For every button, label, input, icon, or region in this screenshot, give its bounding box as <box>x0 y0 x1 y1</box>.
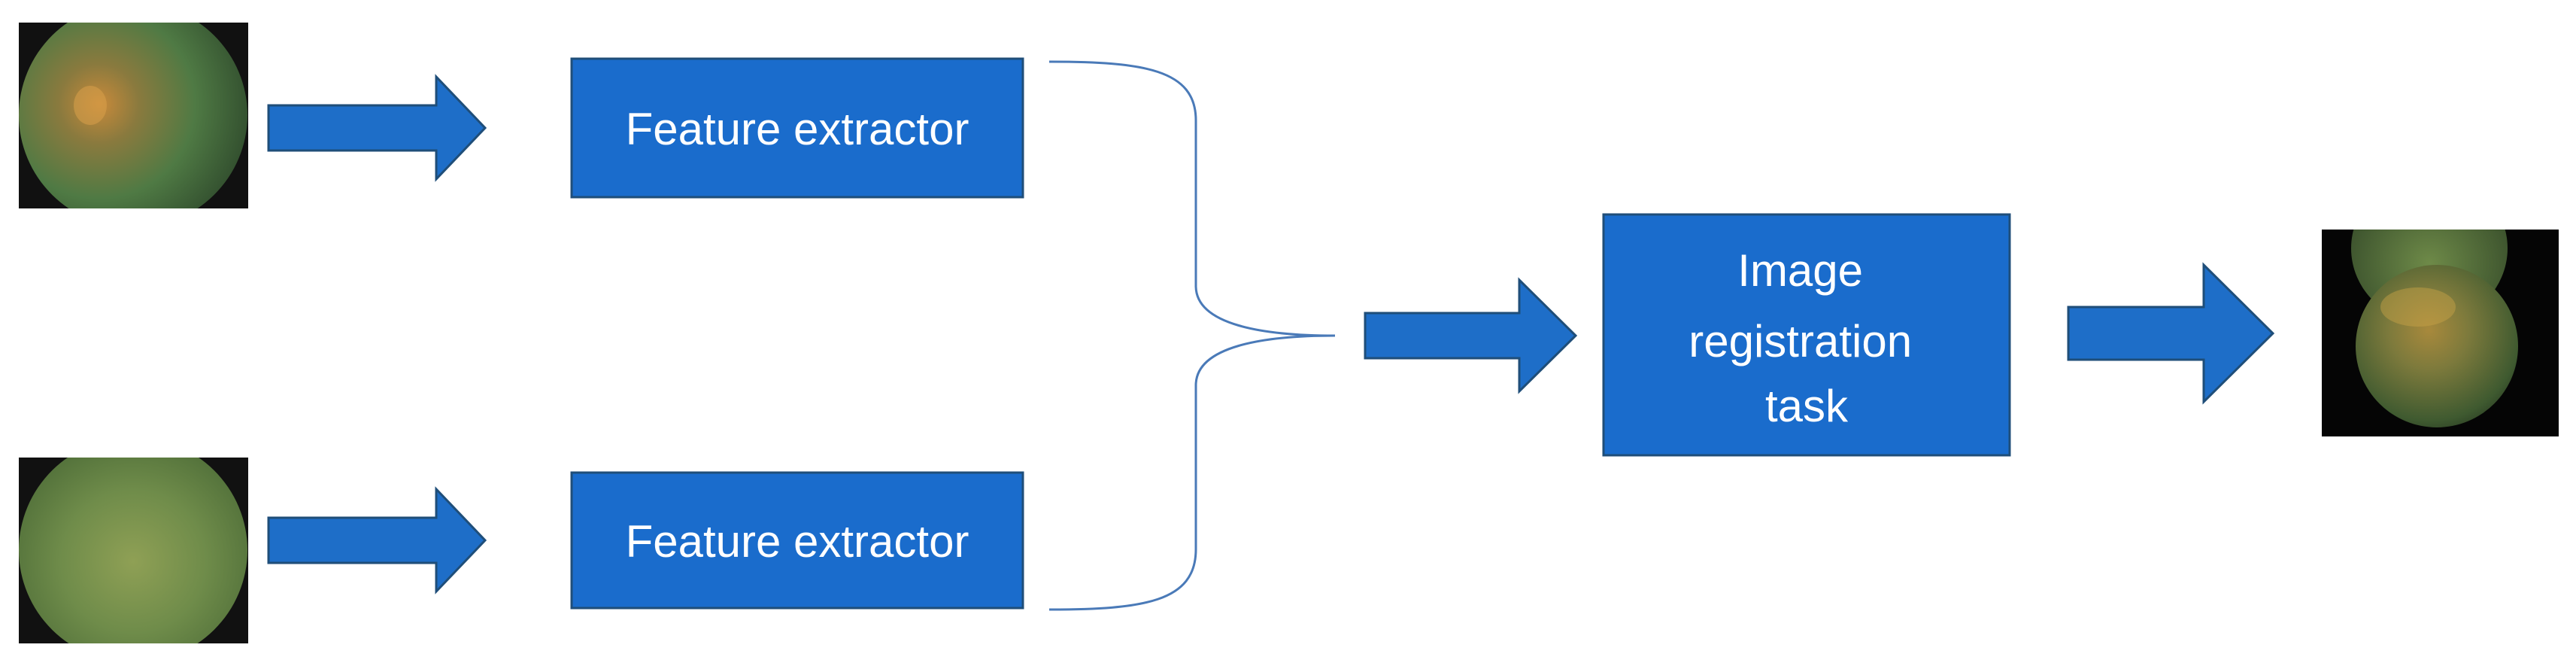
registration-label-line-2: registration <box>1689 316 1912 366</box>
image-registration-task-box: Image registration task <box>1602 213 2011 457</box>
arrow-bottom-input-to-extractor <box>267 486 487 594</box>
feature-extractor-top-label: Feature extractor <box>626 104 969 154</box>
arrow-top-input-to-extractor <box>267 74 487 182</box>
feature-extractor-box-top: Feature extractor <box>570 57 1024 199</box>
registration-label: Image registration task <box>1689 245 1924 431</box>
arrow-to-registration <box>1364 277 1578 394</box>
feature-extractor-box-bottom: Feature extractor <box>570 471 1024 610</box>
input-fundus-image-bottom <box>19 458 248 643</box>
merge-brace <box>1048 60 1336 611</box>
output-registered-image <box>2322 230 2559 436</box>
registration-label-line-1: Image <box>1737 245 1863 296</box>
registration-label-line-3: task <box>1765 381 1849 431</box>
input-fundus-image-top <box>19 23 248 208</box>
arrow-to-output <box>2067 262 2275 405</box>
feature-extractor-bottom-label: Feature extractor <box>626 516 969 567</box>
